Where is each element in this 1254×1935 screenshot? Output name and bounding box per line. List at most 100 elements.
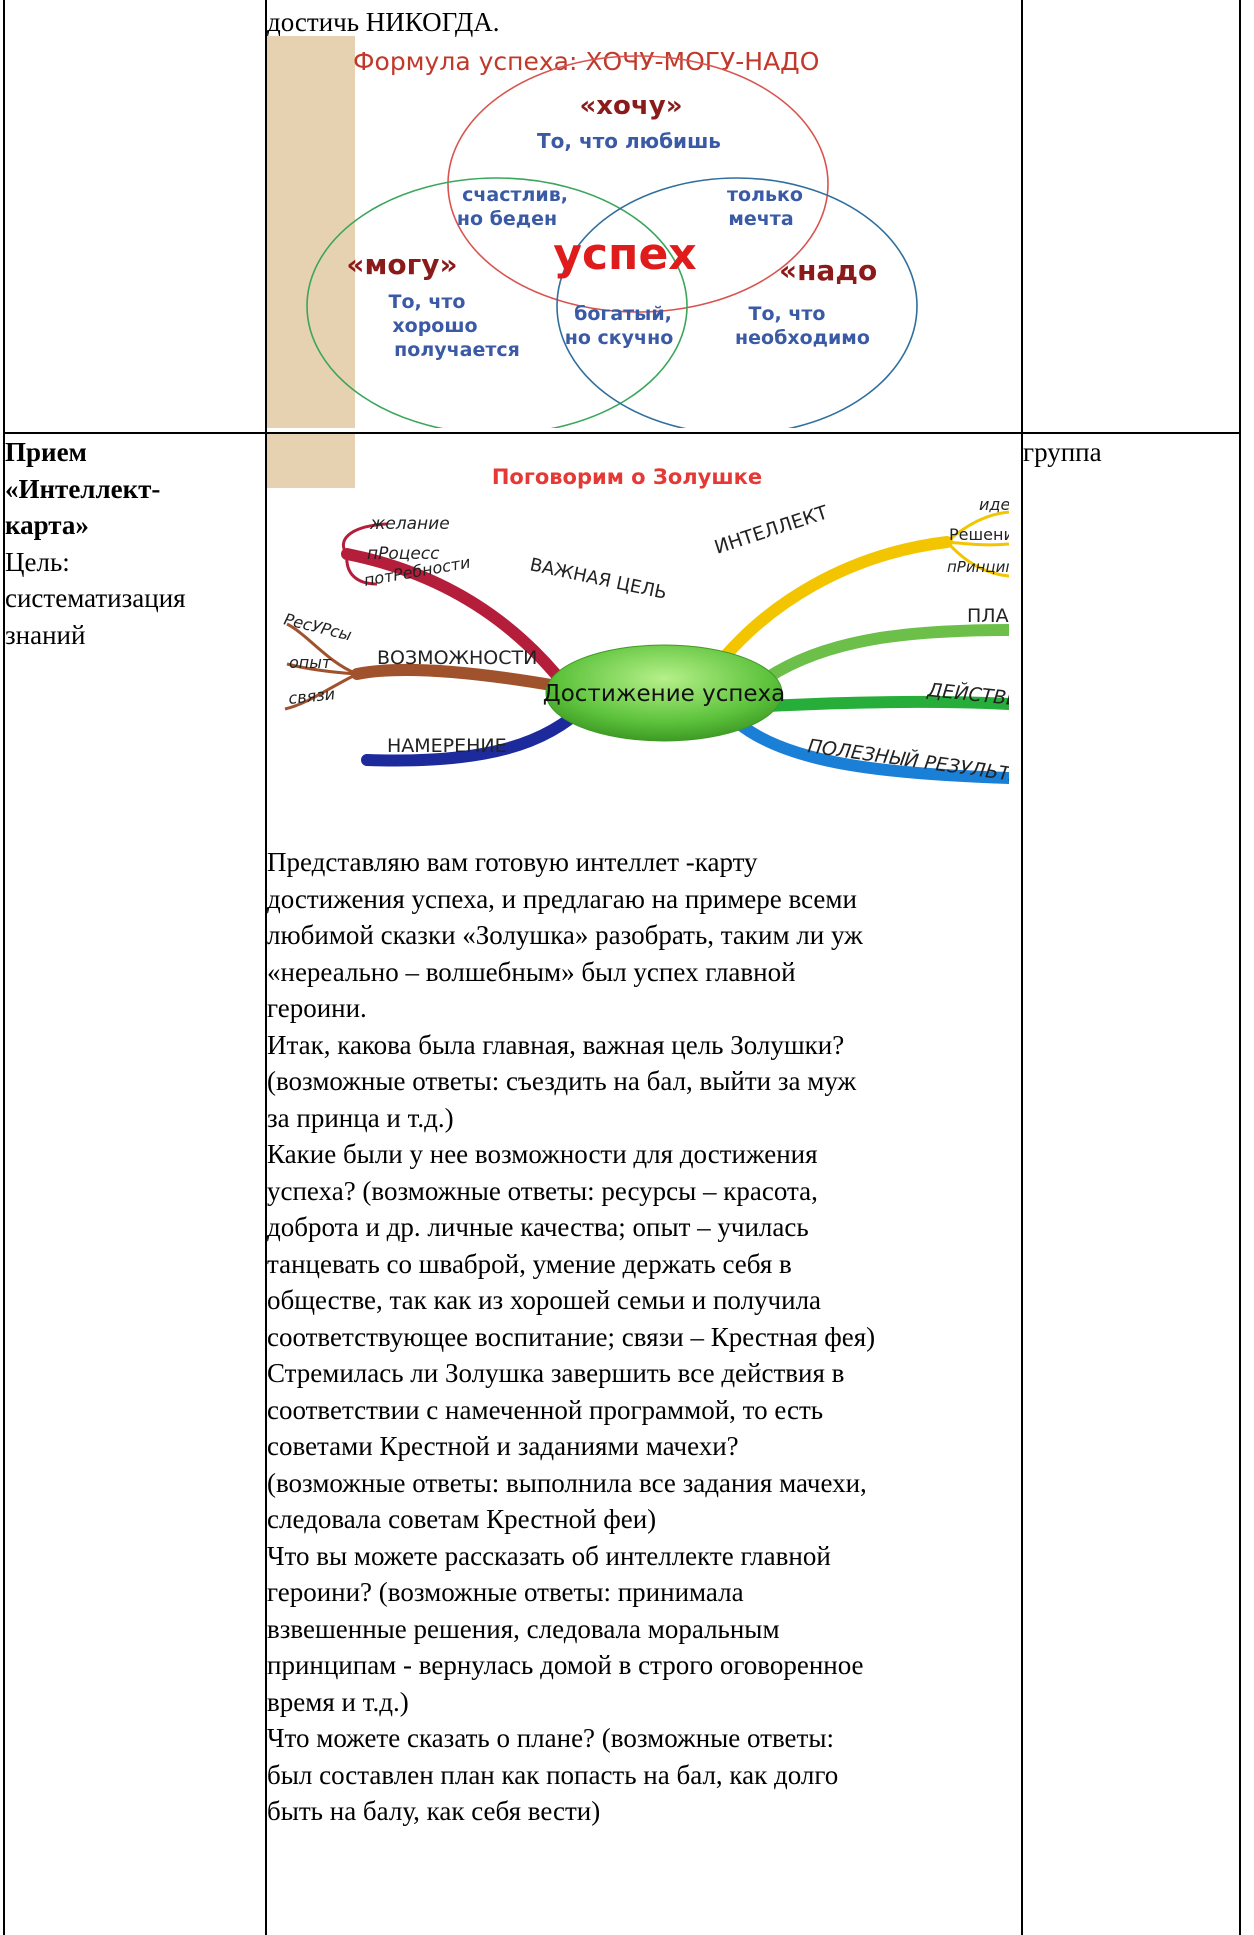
intellect-leaf: Решения (949, 525, 1009, 544)
mindmap-center (545, 644, 783, 742)
body-line: героини. (267, 993, 367, 1023)
can-heading: «могу» (346, 248, 457, 281)
abilities-leaf: опыт (289, 653, 332, 672)
branch-goal-label: ВАЖНАЯ ЦЕЛЬ (528, 554, 669, 604)
table-row: достичь НИКОГДА. Формула успеха: ХОЧУ-МО… (3, 0, 1241, 434)
branch-abilities-label: ВОЗМОЖНОСТИ (377, 647, 537, 669)
method-title-line: Прием (5, 437, 87, 467)
body-line: принципам - вернулась домой в строго ого… (267, 1650, 864, 1680)
body-text: Представляю вам готовую интеллет -карту … (267, 844, 1020, 1830)
need-caption-line2: необходимо (735, 327, 870, 349)
want-need-line2: мечта (728, 208, 793, 230)
body-line: доброта и др. личные качества; опыт – уч… (267, 1212, 809, 1242)
body-line: (возможные ответы: съездить на бал, выйт… (267, 1066, 857, 1096)
mindmap-center-label: Достижение успеха (543, 681, 786, 707)
venn-side-bar (268, 35, 355, 428)
body-line: Что можете сказать о плане? (возможные о… (267, 1723, 834, 1753)
body-line: (возможные ответы: выполнила все задания… (267, 1467, 867, 1498)
body-line: Итак, какова была главная, важная цель З… (267, 1029, 845, 1060)
leaf-line (945, 540, 1009, 578)
leaf-line (286, 662, 358, 676)
intellect-leaf: идеи (979, 495, 1009, 514)
can-need-line1: богатый, (574, 303, 672, 325)
table-row: Прием «Интеллект- карта» Цель: системати… (3, 432, 1241, 1935)
success-center: успех (553, 229, 696, 280)
method-cell: Прием «Интеллект- карта» Цель: системати… (3, 432, 267, 1935)
top-text: достичь НИКОГДА. (267, 7, 500, 37)
form-label: группа (1023, 437, 1102, 467)
body-line: советами Крестной и заданиями мачехи? (267, 1431, 739, 1461)
branch-plan (761, 624, 1009, 684)
form-cell (1021, 0, 1241, 434)
body-line: обществе, так как из хорошей семьи и пол… (267, 1285, 822, 1315)
abilities-leaf: РесУРсы (282, 609, 354, 644)
can-caption-line3: получается (394, 339, 520, 361)
body-line: героини? (возможные ответы: принимала (267, 1577, 744, 1607)
can-caption-line2: хорошо (392, 315, 477, 337)
goal-line: знаний (5, 619, 86, 650)
branch-intention-label: НАМЕРЕНИЕ (387, 735, 507, 757)
body-line: Какие были у нее возможности для достиже… (267, 1139, 818, 1169)
body-line: соответствии с намеченной программой, то… (267, 1394, 824, 1425)
leaf-line (345, 550, 376, 558)
want-can-line2: но беден (457, 208, 557, 230)
mind-map: Поговорим о Золушке ВАЖНАЯ ЦЕЛЬ желание … (268, 435, 1009, 789)
branch-plan-label: ПЛАН (967, 605, 1009, 627)
can-need-line2: но скучно (565, 327, 674, 349)
leaf-line (286, 622, 358, 676)
leaf-line (946, 540, 1009, 547)
body-line: танцевать со шваброй, умение держать себ… (267, 1248, 792, 1279)
goal-leaf: пРоцесс (367, 544, 440, 564)
venn-diagram: Формула успеха: ХОЧУ-МОГУ-НАДО «хочу» То… (268, 35, 918, 428)
lesson-table: достичь НИКОГДА. Формула успеха: ХОЧУ-МО… (3, 0, 1241, 1935)
body-line: время и т.д.) (267, 1686, 409, 1717)
leaf-line (284, 672, 358, 711)
body-line: Представляю вам готовую интеллет -карту (267, 847, 758, 877)
circle-want (447, 54, 829, 313)
body-line: за принца и т.д.) (267, 1102, 454, 1133)
body-line: «нереально – волшебным» был успех главно… (267, 956, 796, 987)
form-cell: группа (1021, 432, 1241, 1935)
branch-result (731, 716, 1009, 784)
goal-line: систематизация (5, 583, 186, 613)
leaf-line (945, 510, 1009, 544)
method-title-line: «Интеллект- (5, 473, 161, 504)
can-caption-line1: То, что (389, 291, 466, 313)
mindmap-title: Поговорим о Золушке (492, 465, 762, 489)
branch-actions (761, 695, 1009, 712)
body-line: любимой сказки «Золушка» разобрать, таки… (267, 920, 863, 950)
abilities-leaf: связи (287, 684, 335, 708)
body-line: Что вы можете рассказать об интеллекте г… (267, 1540, 831, 1571)
need-heading: «надо (779, 254, 877, 287)
content-cell: Поговорим о Золушке ВАЖНАЯ ЦЕЛЬ желание … (265, 432, 1023, 1935)
circle-need (556, 176, 918, 428)
method-title-line: карта» (5, 510, 89, 540)
want-can-line1: счастлив, (462, 184, 568, 206)
need-caption-line1: То, что (749, 303, 826, 325)
branch-intellect-label: ИНТЕЛЛЕКТ (712, 501, 831, 558)
method-cell (3, 0, 267, 434)
body-line: был составлен план как попасть на бал, к… (267, 1759, 839, 1790)
body-line: достижения успеха, и предлагаю на пример… (267, 883, 857, 914)
content-cell: достичь НИКОГДА. Формула успеха: ХОЧУ-МО… (265, 0, 1023, 434)
goal-line: Цель: (5, 546, 70, 577)
branch-abilities (351, 663, 563, 692)
want-heading: «хочу» (579, 91, 682, 121)
branch-intellect (711, 536, 953, 672)
body-line: Стремилась ли Золушка завершить все дейс… (267, 1358, 845, 1388)
body-line: успеха? (возможные ответы: ресурсы – кра… (267, 1175, 818, 1206)
circle-can (306, 176, 688, 428)
body-line: следовала советам Крестной феи) (267, 1504, 657, 1534)
side-bar-continuation (268, 435, 355, 488)
leaf-line (341, 522, 388, 555)
want-need-line1: только (727, 184, 803, 206)
body-line: соответствующее воспитание; связи – Крес… (267, 1321, 876, 1352)
body-line: взвешенные решения, следовала моральным (267, 1613, 780, 1644)
want-caption: То, что любишь (537, 129, 721, 153)
leaf-line (345, 553, 378, 586)
goal-leaf: желание (369, 514, 450, 534)
intellect-leaf: пРинципы (947, 558, 1009, 576)
body-line: быть на балу, как себя вести) (267, 1796, 601, 1826)
branch-goal (341, 548, 573, 694)
